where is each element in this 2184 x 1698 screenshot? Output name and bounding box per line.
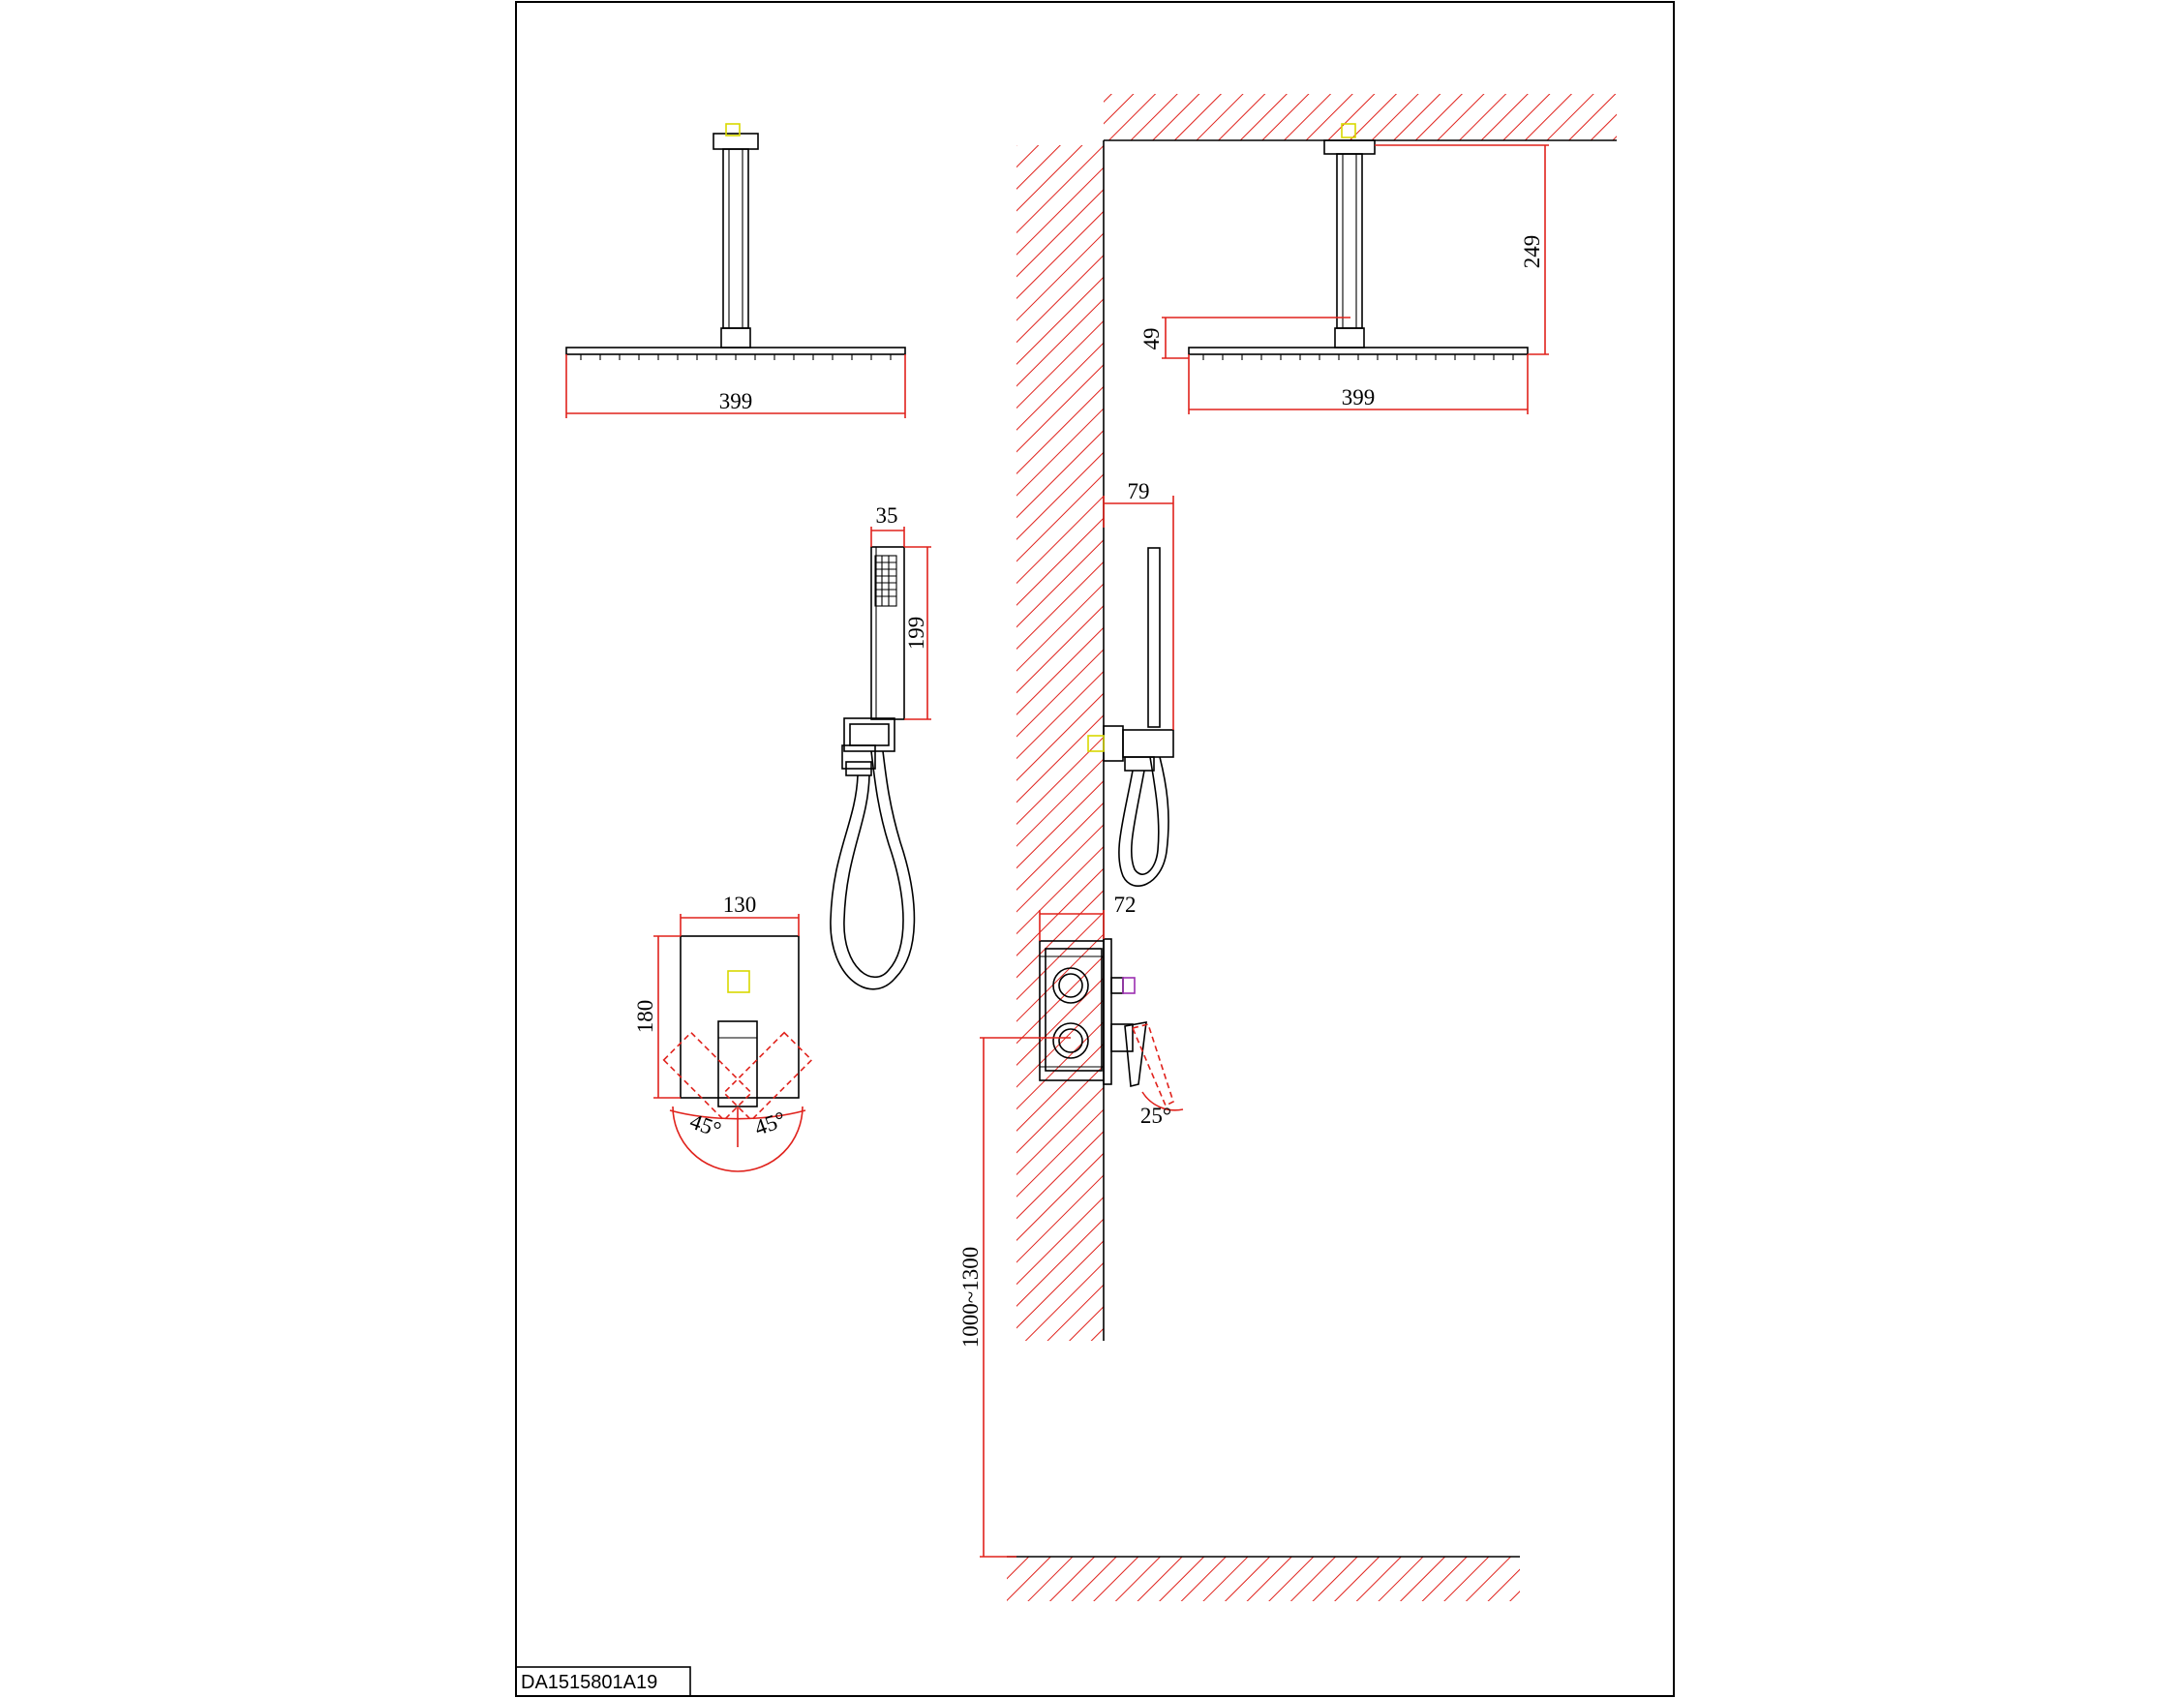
dim-hand-length: 199 xyxy=(904,617,928,651)
dim-lever-angle-right: 45° xyxy=(751,1107,789,1140)
shower-head-front-view: 399 xyxy=(565,123,906,418)
hand-shower-front-view: 35 199 xyxy=(830,503,931,990)
title-block-box xyxy=(515,1666,691,1697)
drawing-frame xyxy=(515,1,1675,1697)
dim-head-thickness: 49 xyxy=(1139,328,1164,350)
dim-arm-drop: 249 xyxy=(1520,235,1544,269)
dim-head-width-front: 399 xyxy=(719,389,753,413)
dim-lever-angle-left: 45° xyxy=(686,1108,724,1142)
dim-head-width-side: 399 xyxy=(1342,385,1376,409)
dim-hand-width: 35 xyxy=(876,503,898,528)
mixer-plate-front-view: 45° 45° 130 180 xyxy=(633,893,813,1172)
dim-valve-depth: 72 xyxy=(1114,893,1137,917)
mixer-valve-side-view: 25° 72 1000~1300 xyxy=(958,893,1184,1558)
nozzle-row xyxy=(580,354,892,360)
shower-head-side-view: 399 249 49 xyxy=(1139,123,1549,414)
dim-holder-projection: 79 xyxy=(1128,479,1150,503)
drawing-code: DA1515801A19 xyxy=(521,1672,657,1693)
spray-face-grid xyxy=(874,555,897,607)
dim-valve-height: 1000~1300 xyxy=(958,1247,983,1348)
dim-plate-width: 130 xyxy=(723,893,757,917)
hand-shower-side-view: 79 xyxy=(1087,479,1174,887)
lever-rotation-indicator xyxy=(662,1031,813,1172)
wall-hatching xyxy=(1007,94,1617,1601)
dim-plate-height: 180 xyxy=(633,1000,657,1034)
dim-lever-tilt: 25° xyxy=(1140,1104,1171,1128)
